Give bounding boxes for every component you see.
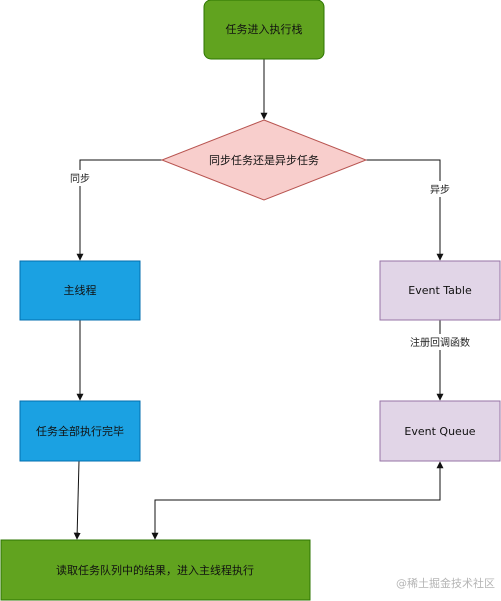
edge-read-queue-event-queue (151, 461, 444, 540)
edge-decision-to-main-thread (76, 159, 162, 261)
node-main-thread: 主线程 (19, 260, 141, 321)
node-event-table-label: Event Table (408, 284, 472, 297)
node-start-label: 任务进入执行栈 (226, 22, 303, 36)
node-tasks-done-label: 任务全部执行完毕 (36, 424, 124, 438)
sync-label-bg (66, 170, 94, 186)
node-start: 任务进入执行栈 (203, 0, 325, 60)
register-callback-label: 注册回调函数 (410, 336, 470, 349)
node-decision: 同步任务还是异步任务 (160, 119, 368, 201)
node-read-queue-label: 读取任务队列中的结果，进入主线程执行 (56, 563, 254, 577)
edge-tasks-done-to-read-queue (73, 460, 81, 540)
node-event-queue-label: Event Queue (404, 425, 475, 438)
register-label-bg (404, 334, 476, 350)
node-event-queue: Event Queue (379, 400, 501, 462)
async-label-bg (426, 181, 454, 197)
node-tasks-done: 任务全部执行完毕 (19, 400, 141, 462)
sync-label: 同步 (70, 173, 90, 185)
async-label: 异步 (430, 184, 450, 196)
edge-decision-to-event-table (366, 159, 444, 261)
node-decision-label: 同步任务还是异步任务 (209, 154, 319, 167)
node-read-queue: 读取任务队列中的结果，进入主线程执行 (0, 539, 311, 601)
watermark: @稀土掘金技术社区 (396, 577, 495, 590)
node-event-table: Event Table (379, 260, 501, 321)
node-main-thread-label: 主线程 (64, 283, 97, 297)
